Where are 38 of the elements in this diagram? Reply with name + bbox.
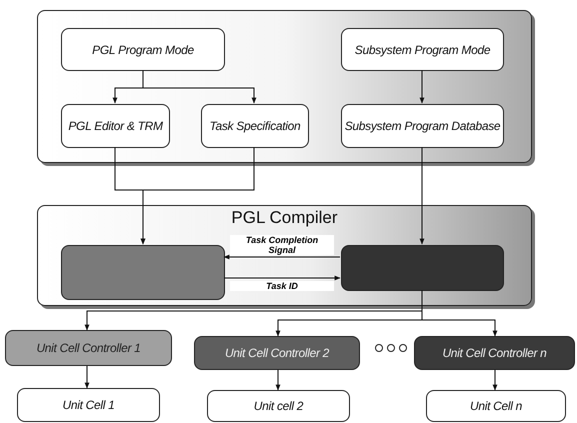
node-label: Unit cell 2 — [254, 399, 304, 413]
process-box — [341, 28, 504, 71]
edge-label: Task ID — [230, 281, 334, 291]
node-label: Unit Cell n — [470, 399, 522, 413]
container-panel — [37, 205, 532, 306]
process-box — [414, 336, 575, 370]
node-label: Subsystem Program Mode — [354, 42, 490, 56]
process-box — [194, 336, 360, 370]
arrow — [420, 70, 424, 104]
process-box — [207, 390, 350, 422]
node-label: Unit Cell Controller 2 — [224, 346, 330, 360]
process-box — [201, 104, 309, 148]
container-panel — [37, 10, 532, 163]
node-label: PGL Program Mode — [92, 42, 194, 56]
process-box — [61, 28, 225, 71]
arrow — [223, 254, 340, 260]
arrow — [420, 146, 424, 245]
node-label: Task Specification — [210, 119, 300, 133]
node-label: Unit Cell Controller 1 — [36, 341, 141, 355]
arrow — [140, 146, 254, 245]
arrow — [276, 370, 280, 391]
process-box — [341, 104, 504, 148]
node-label: Unit Cell Controller n — [442, 346, 547, 360]
arrow — [224, 276, 341, 280]
process-box — [341, 245, 504, 291]
arrow — [84, 366, 90, 389]
node-label: Subsystem Program Database — [344, 119, 500, 133]
process-box — [61, 104, 170, 148]
node-label: Unit Cell 1 — [62, 398, 115, 412]
process-box — [5, 330, 172, 366]
node-label: PGL Editor & TRM — [68, 119, 163, 133]
process-box — [426, 390, 566, 422]
edge-label: Task Completion Signal — [230, 235, 334, 255]
arrow — [492, 370, 498, 391]
container-title: PGL Compiler — [230, 208, 339, 228]
arrow — [142, 70, 256, 104]
process-box — [17, 388, 160, 422]
process-box — [61, 245, 225, 300]
